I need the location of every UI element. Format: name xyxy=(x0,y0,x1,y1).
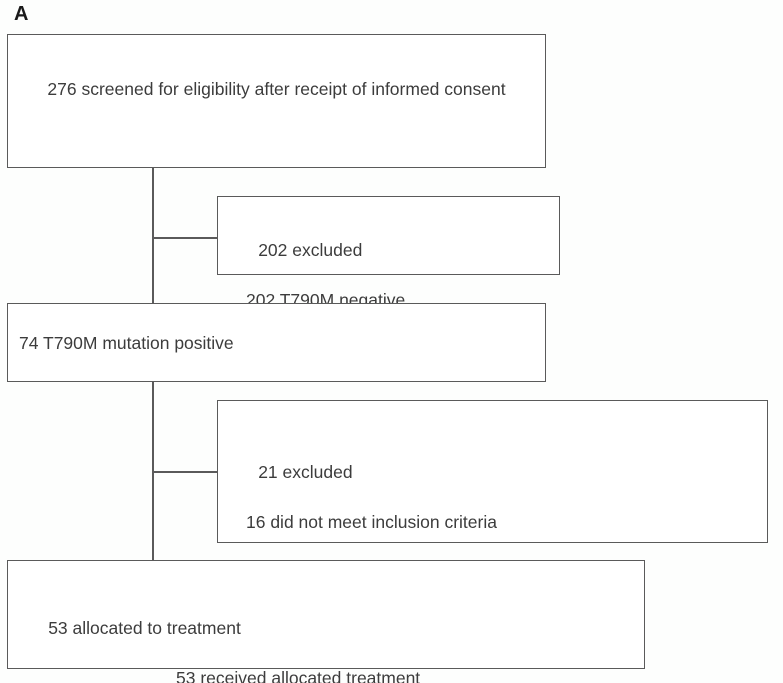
connector-branch-to-excluded-21 xyxy=(152,471,218,473)
node-allocated-53-line1: 53 allocated to treatment xyxy=(48,618,241,638)
node-excluded-21-line1: 21 excluded xyxy=(258,462,353,482)
node-screened: 276 screened for eligibility after recei… xyxy=(7,34,546,168)
node-positive-74: 74 T790M mutation positive xyxy=(7,303,546,382)
node-allocated-53-text: 53 allocated to treatment 53 received al… xyxy=(19,591,420,683)
connector-branch-to-excluded-202 xyxy=(152,237,218,239)
node-screened-text: 276 screened for eligibility after recei… xyxy=(47,79,506,99)
node-excluded-21: 21 excluded 16 did not meet inclusion cr… xyxy=(217,400,768,607)
node-allocated-53: 53 allocated to treatment 53 received al… xyxy=(7,560,645,683)
panel-label-a: A xyxy=(14,3,29,25)
node-excluded-21-line2: 16 did not meet inclusion criteria xyxy=(246,512,497,532)
node-allocated-53-line2: 53 received allocated treatment xyxy=(176,668,421,683)
node-excluded-202-line1: 202 excluded xyxy=(258,240,363,260)
node-excluded-202: 202 excluded 202 T790M negative xyxy=(217,196,560,310)
connector-screened-to-positive xyxy=(152,168,154,304)
node-positive-74-text: 74 T790M mutation positive xyxy=(19,333,234,353)
